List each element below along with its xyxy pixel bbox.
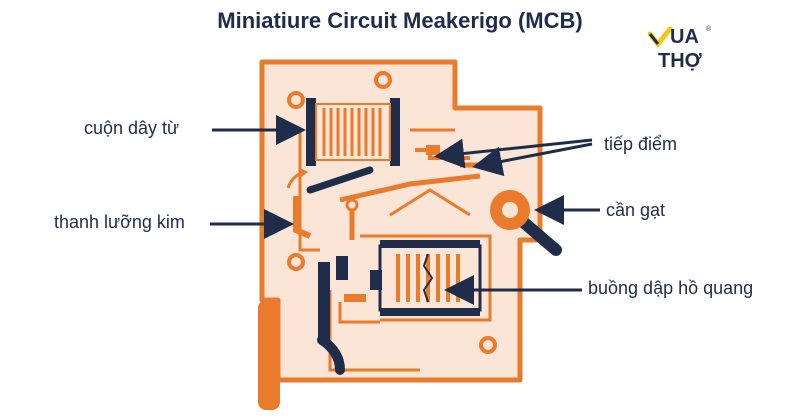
trip-bar [306, 166, 374, 194]
magnetic-coil [306, 98, 400, 166]
label-arc-chamber: buồng dập hồ quang [588, 278, 754, 298]
contacts-leader-1 [434, 138, 593, 169]
diagram-title: Miniatiure Circuit Meakerigo (MCB) [217, 8, 583, 33]
label-contacts: tiếp điểm [604, 134, 678, 154]
arc-chute [370, 240, 482, 316]
logo-text-bottom: THỢ [658, 50, 702, 72]
operating-lever [490, 190, 562, 256]
bimetal-strip [293, 196, 312, 239]
lower-terminal [317, 256, 380, 375]
bottom-terminal [258, 300, 280, 410]
label-lever: cần gạt [606, 200, 666, 220]
mounting-holes [287, 71, 497, 354]
label-bimetal: thanh lưỡng kim [54, 212, 185, 232]
contacts-leader-2 [472, 142, 593, 177]
logo-check-icon [648, 26, 672, 49]
label-coil: cuộn dây từ [84, 118, 180, 138]
brand-logo: UA ® THỢ [648, 24, 718, 80]
logo-text-top: UA [670, 26, 699, 48]
mechanism-linkage [339, 173, 481, 203]
registered-icon: ® [706, 26, 712, 33]
